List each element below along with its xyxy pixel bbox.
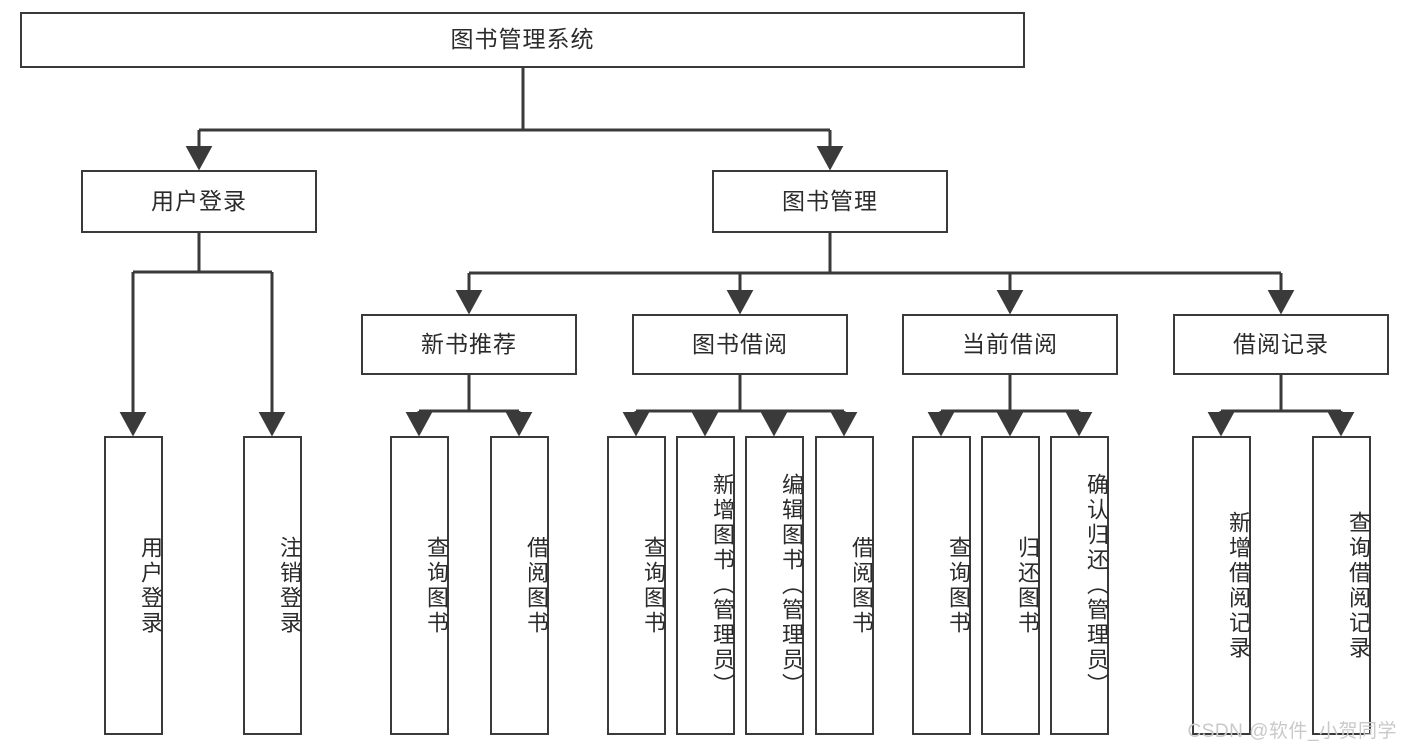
- node-leaf-query-book-3[interactable]: 查询图书: [912, 436, 971, 735]
- node-label: 借阅图书: [524, 535, 549, 636]
- node-new-book-recommend[interactable]: 新书推荐: [361, 314, 577, 375]
- csdn-watermark: CSDN @软件_小贺同学: [1187, 721, 1397, 742]
- node-label: 用户登录: [138, 535, 163, 636]
- node-label: 图书管理系统: [450, 26, 595, 53]
- node-leaf-query-record[interactable]: 查询借阅记录: [1312, 436, 1371, 735]
- node-label: 图书管理: [782, 187, 878, 214]
- node-label: 借阅记录: [1233, 330, 1329, 357]
- node-label: 新增图书（管理员）: [710, 473, 735, 698]
- node-current-borrow[interactable]: 当前借阅: [902, 314, 1118, 375]
- node-label: 确认归还（管理员）: [1084, 473, 1109, 698]
- node-book-borrow[interactable]: 图书借阅: [632, 314, 848, 375]
- node-leaf-add-record[interactable]: 新增借阅记录: [1192, 436, 1251, 735]
- node-leaf-query-book-1[interactable]: 查询图书: [390, 436, 449, 735]
- node-label: 查询图书: [641, 535, 666, 636]
- node-book-manage[interactable]: 图书管理: [712, 170, 948, 233]
- node-leaf-logout-login[interactable]: 注销登录: [243, 436, 302, 735]
- node-user-login[interactable]: 用户登录: [81, 170, 317, 233]
- node-leaf-borrow-book-1[interactable]: 借阅图书: [490, 436, 549, 735]
- node-label: 新增借阅记录: [1226, 510, 1251, 661]
- node-label: 注销登录: [277, 535, 302, 636]
- node-label: 借阅图书: [849, 535, 874, 636]
- node-label: 查询借阅记录: [1346, 510, 1371, 661]
- node-system-root[interactable]: 图书管理系统: [20, 12, 1025, 68]
- node-label: 查询图书: [424, 535, 449, 636]
- node-leaf-borrow-book-2[interactable]: 借阅图书: [815, 436, 874, 735]
- node-leaf-query-book-2[interactable]: 查询图书: [607, 436, 666, 735]
- node-label: 图书借阅: [692, 330, 788, 357]
- node-label: 用户登录: [151, 187, 247, 214]
- node-label: 编辑图书（管理员）: [779, 473, 804, 698]
- node-leaf-return-book[interactable]: 归还图书: [981, 436, 1040, 735]
- node-label: 归还图书: [1015, 535, 1040, 636]
- node-leaf-edit-book[interactable]: 编辑图书（管理员）: [745, 436, 804, 735]
- node-leaf-add-book[interactable]: 新增图书（管理员）: [676, 436, 735, 735]
- node-leaf-user-login[interactable]: 用户登录: [104, 436, 163, 735]
- node-label: 查询图书: [946, 535, 971, 636]
- node-label: 新书推荐: [421, 330, 517, 357]
- node-leaf-confirm-return[interactable]: 确认归还（管理员）: [1050, 436, 1109, 735]
- node-borrow-record[interactable]: 借阅记录: [1173, 314, 1389, 375]
- node-label: 当前借阅: [962, 330, 1058, 357]
